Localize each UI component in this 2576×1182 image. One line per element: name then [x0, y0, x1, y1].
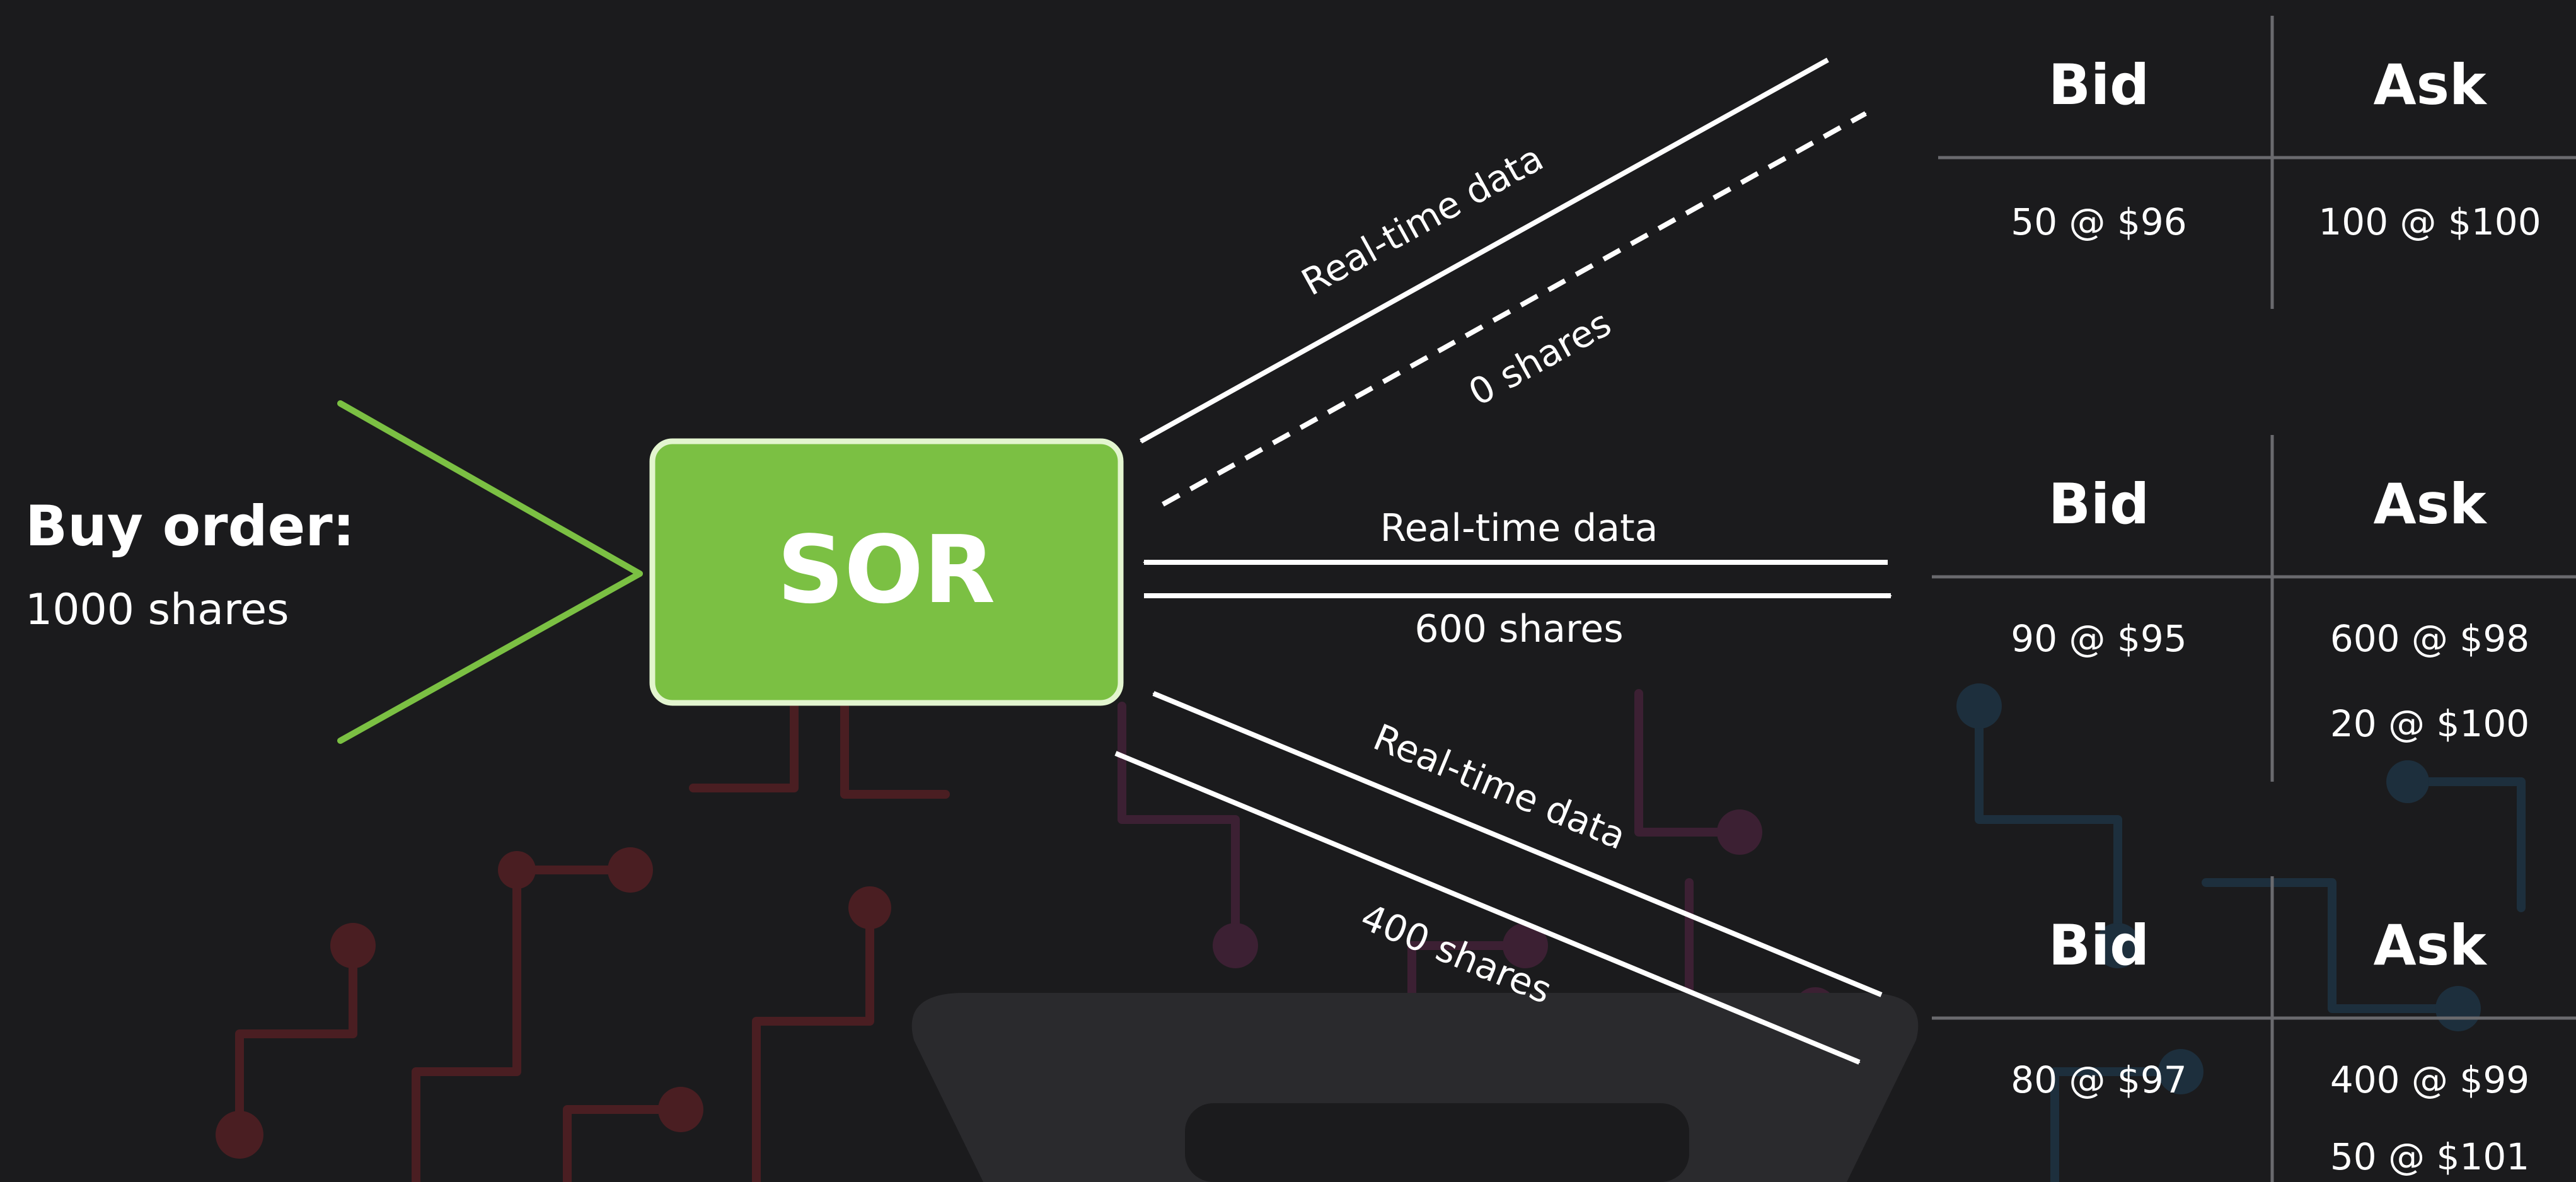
order-arrow-bottom	[1114, 751, 1859, 1065]
ask-value-bottom-1: 400 @ $99	[2330, 1058, 2529, 1101]
bid-header-middle: Bid	[2048, 472, 2149, 536]
sor-label: SOR	[777, 516, 995, 624]
data-arrow-top	[1140, 57, 1829, 444]
bid-header-bottom: Bid	[2048, 913, 2149, 978]
order-book-middle: Bid Ask 90 @ $95 600 @ $98 20 @ $100	[1932, 435, 2576, 782]
bid-value-top: 50 @ $96	[2011, 200, 2186, 243]
ask-value-bottom-2: 50 @ $101	[2330, 1135, 2529, 1178]
data-label-top: Real-time data	[1295, 136, 1551, 304]
order-arrow-top-dashed	[1162, 111, 1867, 507]
ask-value-top: 100 @ $100	[2318, 200, 2541, 243]
bid-value-bottom: 80 @ $97	[2011, 1058, 2186, 1101]
ask-header-middle: Ask	[2373, 472, 2487, 536]
route-middle: Real-time data 600 shares	[1144, 506, 1891, 651]
ask-header-bottom: Ask	[2373, 913, 2487, 978]
order-label-top: 0 shares	[1462, 301, 1618, 414]
sor-router-box: SOR	[649, 438, 1124, 706]
order-book-top: Bid Ask 50 @ $96 100 @ $100	[1938, 16, 2576, 309]
bid-header-top: Bid	[2048, 52, 2149, 117]
ask-value-middle-1: 600 @ $98	[2330, 617, 2529, 660]
data-label-middle: Real-time data	[1380, 506, 1658, 550]
buy-order-quantity: 1000 shares	[25, 585, 289, 635]
ask-value-middle-2: 20 @ $100	[2330, 702, 2529, 745]
route-top: Real-time data 0 shares	[1140, 57, 1867, 507]
ask-header-top: Ask	[2373, 52, 2487, 117]
data-arrow-bottom	[1153, 691, 1883, 997]
order-label-middle: 600 shares	[1414, 607, 1623, 651]
order-book-bottom: Bid Ask 80 @ $97 400 @ $99 50 @ $101	[1932, 876, 2576, 1182]
bid-value-middle: 90 @ $95	[2011, 617, 2186, 660]
buy-order-title: Buy order:	[25, 494, 355, 559]
overlay-shape	[911, 993, 1919, 1182]
order-funnel	[337, 400, 643, 744]
